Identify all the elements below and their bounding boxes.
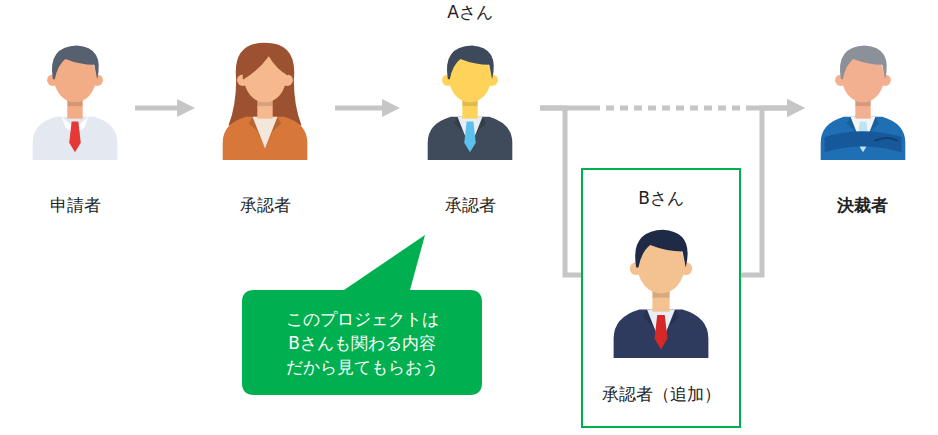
role-label: 申請者 [50, 195, 101, 215]
role-label: 承認者 [240, 195, 291, 215]
shirt [253, 117, 278, 149]
person-name: Aさん [447, 2, 493, 22]
tie [464, 122, 476, 153]
person-figure [820, 46, 905, 160]
person-icon [215, 35, 315, 160]
person-figure [223, 43, 308, 160]
tie [655, 315, 668, 349]
bubble-fill [242, 235, 482, 395]
person-icon [25, 35, 125, 160]
speech-bubble: このプロジェクトは Bさんも関わる内容 だから見てもらおう [242, 290, 482, 395]
role-label: 決裁者 [837, 195, 888, 215]
person-name: Bさん [638, 188, 684, 208]
person-figure [614, 230, 709, 358]
body [223, 117, 308, 160]
added-approver-box: Bさん承認者（追加） [581, 168, 741, 428]
person-node: 承認者 [195, 35, 335, 220]
person-node: 申請者 [15, 35, 135, 220]
person-icon [415, 35, 525, 160]
callout-text: このプロジェクトは Bさんも関わる内容 だから見てもらおう [254, 307, 470, 379]
arm-line [874, 138, 897, 141]
hair [52, 46, 99, 80]
tie [69, 122, 81, 153]
hair [447, 46, 494, 80]
hair [635, 230, 687, 268]
hair-back [228, 43, 301, 126]
hair-bangs [243, 48, 289, 80]
crossed-arms [824, 131, 901, 152]
flow-arrow [335, 106, 388, 111]
role-label: 承認者（追加） [602, 384, 721, 404]
person-node: Aさん承認者 [400, 2, 540, 220]
body [820, 117, 905, 160]
role-label: 承認者 [445, 195, 496, 215]
body [428, 117, 513, 160]
body [614, 310, 709, 358]
person-icon [606, 218, 716, 358]
person-figure [428, 46, 513, 160]
body [33, 117, 118, 160]
person-node: 決裁者 [805, 35, 920, 220]
lapel [265, 117, 281, 149]
flow-arrow [540, 106, 793, 111]
flow-arrow [135, 106, 183, 111]
person-icon [813, 35, 913, 160]
hair [839, 46, 886, 80]
lapel [249, 117, 265, 149]
person-figure [33, 46, 118, 160]
